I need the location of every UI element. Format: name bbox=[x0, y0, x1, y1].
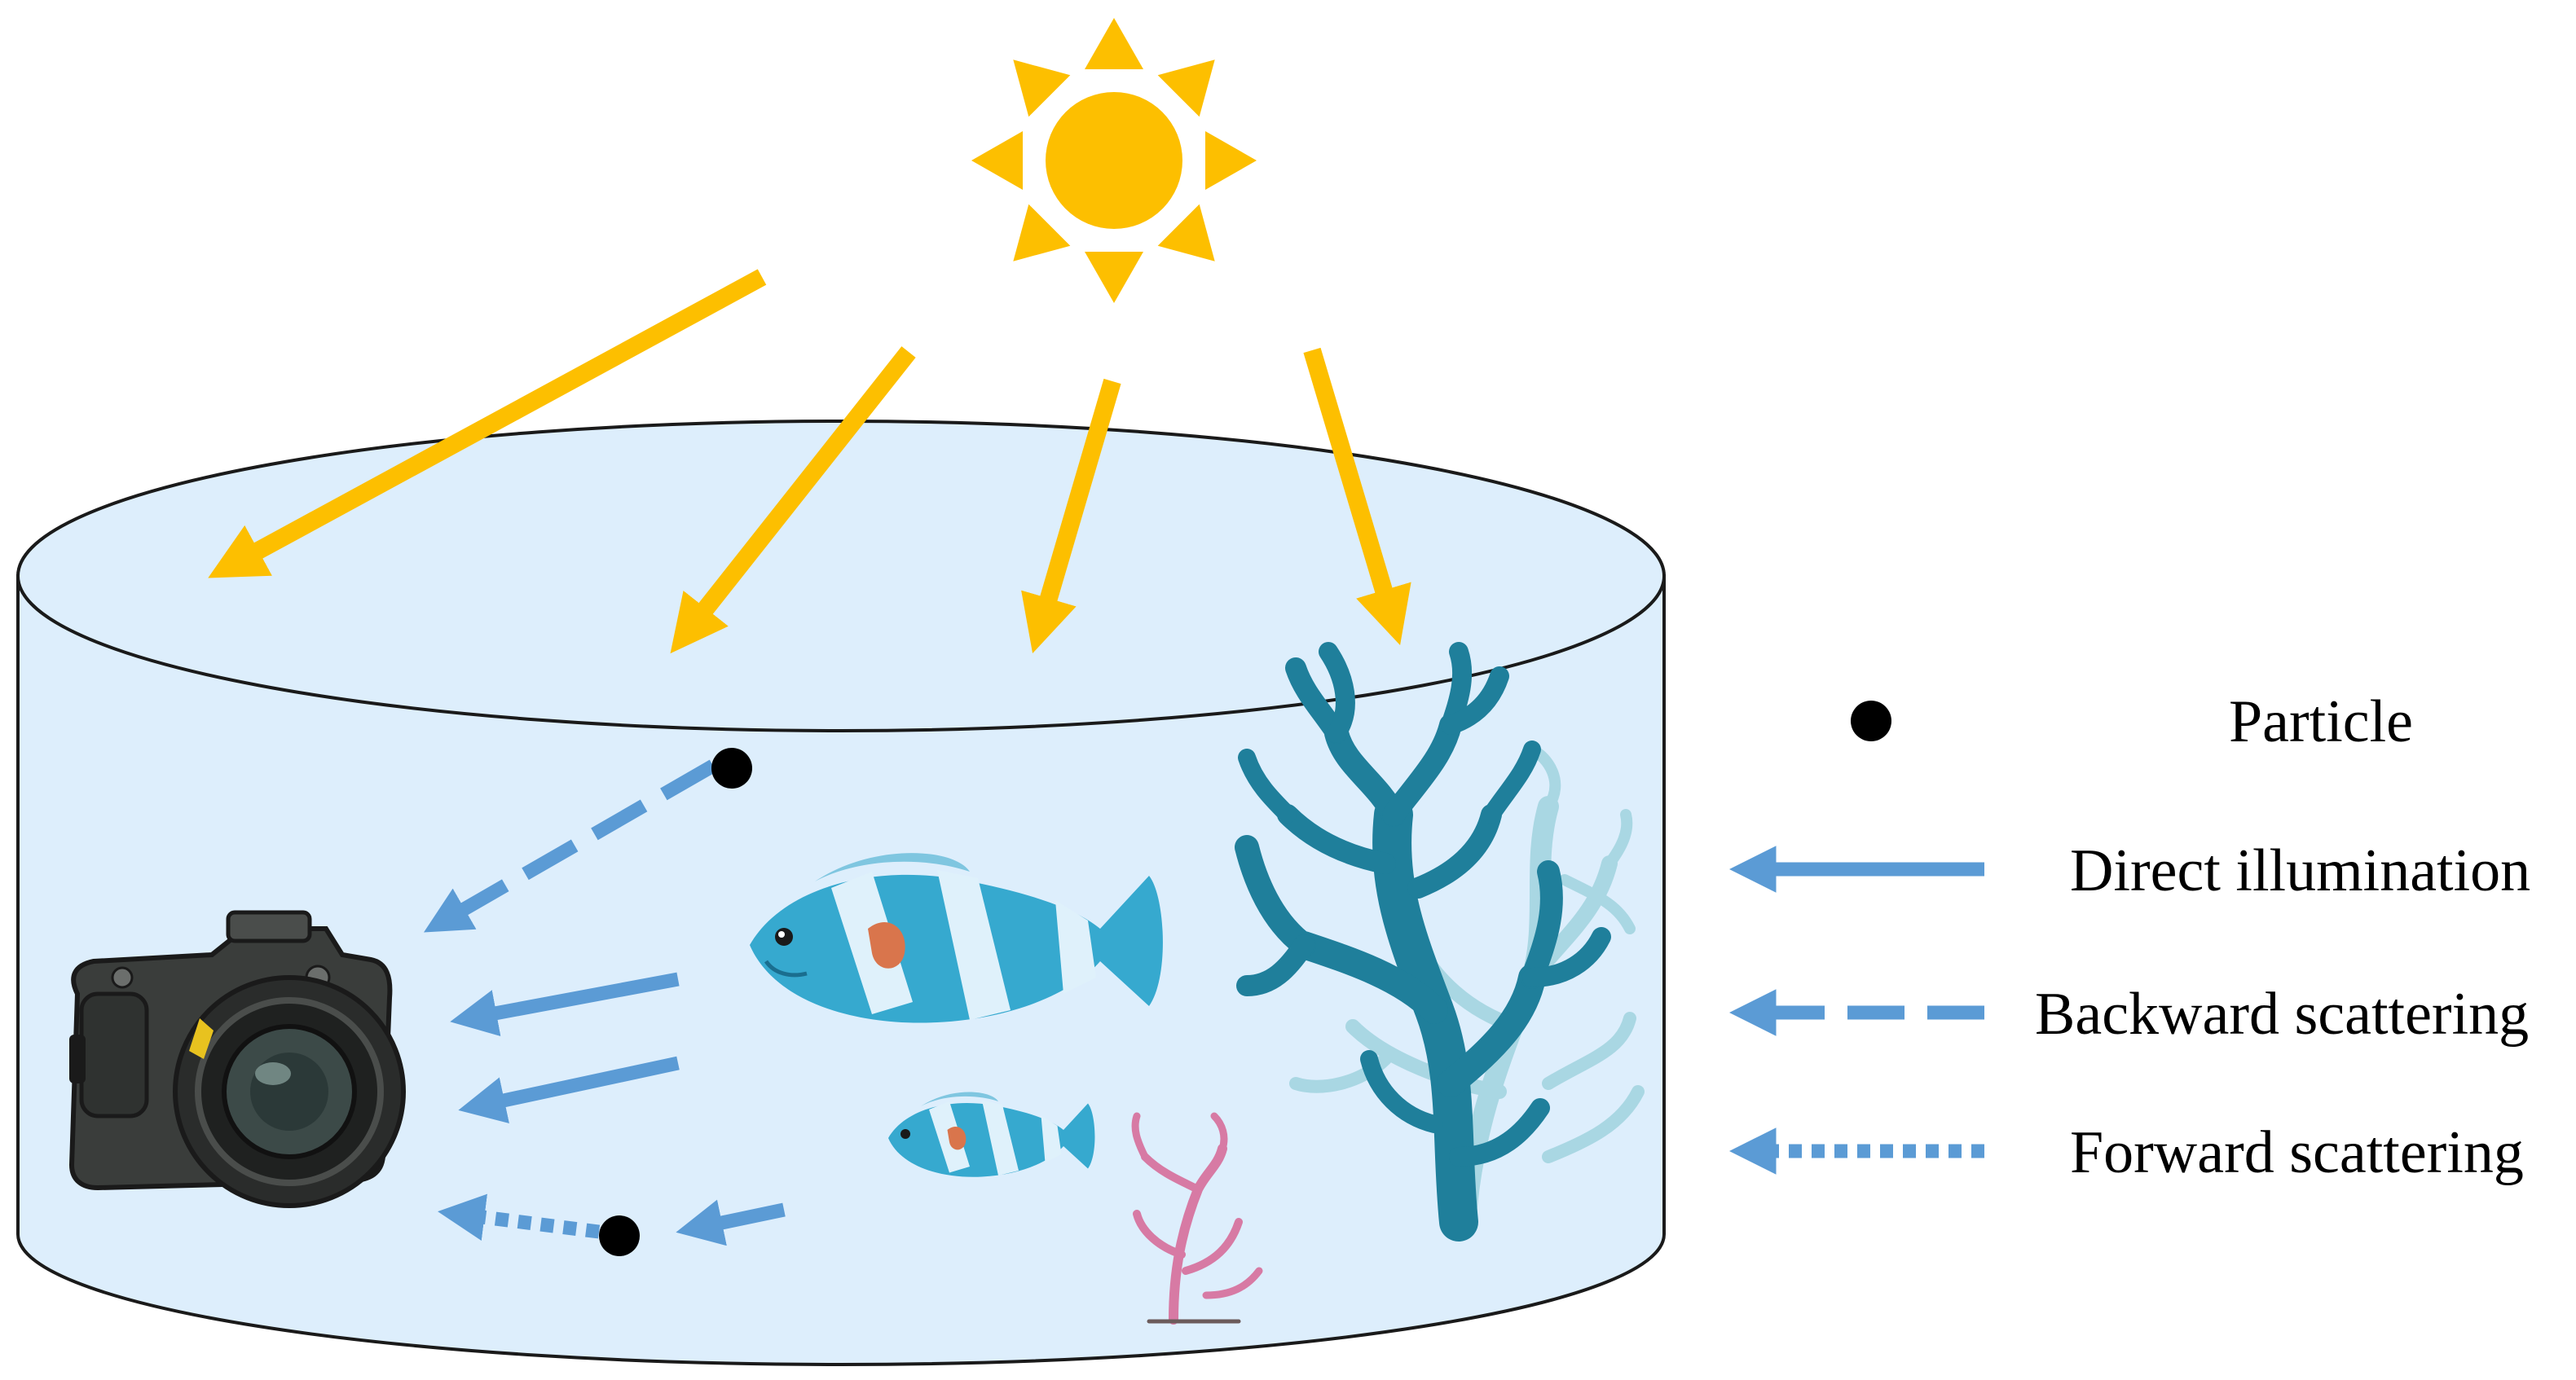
forward-scatter-arrow bbox=[438, 1193, 601, 1242]
light-ray-4 bbox=[1303, 347, 1411, 645]
legend-label-direct: Direct illumination bbox=[2070, 837, 2530, 904]
sun-ray bbox=[1013, 204, 1071, 261]
sun-ray bbox=[1157, 59, 1215, 117]
sun-ray bbox=[1205, 131, 1257, 190]
sun-ray bbox=[1085, 252, 1143, 303]
light-ray-1 bbox=[208, 269, 767, 578]
legend-item-particle: Particle bbox=[1851, 688, 2413, 755]
camera-icon bbox=[68, 910, 406, 1208]
light-ray-2 bbox=[670, 346, 916, 654]
legend-item-forward: Forward scattering bbox=[1728, 1119, 2524, 1186]
backward-scatter-arrow bbox=[423, 759, 717, 933]
light-ray-3 bbox=[1021, 378, 1121, 654]
legend-label-forward: Forward scattering bbox=[2070, 1119, 2524, 1186]
sun-ray bbox=[1085, 18, 1143, 69]
particle-direct-arrow bbox=[676, 1199, 786, 1246]
legend-item-backward: Backward scattering bbox=[1728, 981, 2529, 1048]
fish-icon bbox=[750, 853, 1163, 1023]
fish-icon bbox=[888, 1092, 1095, 1177]
sun-icon bbox=[971, 18, 1257, 303]
water-surface bbox=[16, 420, 1666, 732]
legend-item-direct: Direct illumination bbox=[1728, 837, 2530, 904]
particles bbox=[599, 748, 752, 1256]
legend-particle-swatch bbox=[1851, 701, 1891, 741]
particle-bottom bbox=[599, 1215, 640, 1256]
legend-label-particle: Particle bbox=[2229, 688, 2413, 755]
sun-ray bbox=[1013, 59, 1071, 117]
sun-ray bbox=[971, 131, 1023, 190]
scatter-arrows bbox=[423, 759, 786, 1246]
coral-small-icon bbox=[1131, 1112, 1263, 1325]
legend: Particle Direct illumination Backward sc… bbox=[1728, 688, 2530, 1186]
coral-icon bbox=[1235, 642, 1611, 1242]
direct-illumination-arrow-2 bbox=[458, 1056, 680, 1123]
legend-label-backward: Backward scattering bbox=[2035, 981, 2529, 1048]
light-rays bbox=[208, 269, 1411, 654]
particle-top bbox=[711, 748, 752, 789]
sun-ray bbox=[1157, 204, 1215, 261]
direct-illumination-arrow-1 bbox=[450, 972, 680, 1037]
